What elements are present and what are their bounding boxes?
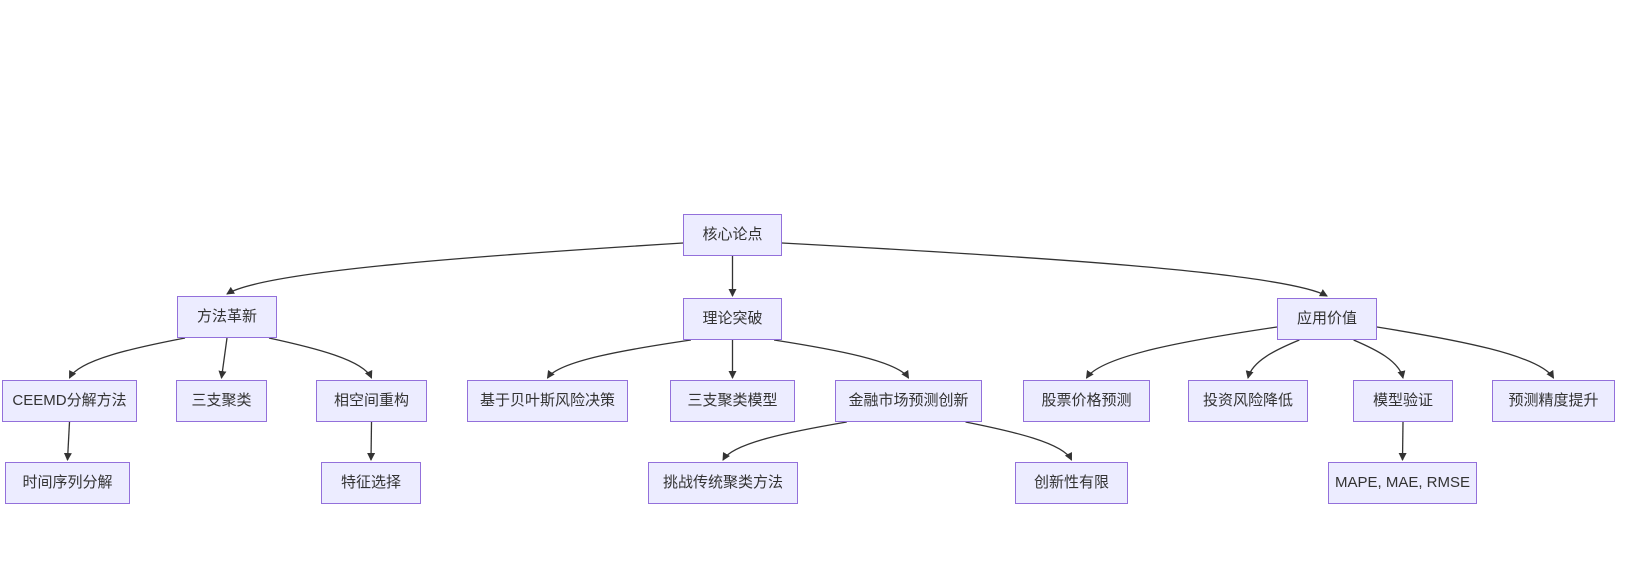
edge-ceemd-to-ts-decomp [63, 421, 72, 461]
diagram-node-precision: 预测精度提升 [1492, 380, 1615, 422]
diagram-node-application: 应用价值 [1277, 298, 1377, 340]
diagram-node-theory: 理论突破 [683, 298, 782, 340]
diagram-node-stock: 股票价格预测 [1023, 380, 1150, 422]
node-label: 挑战传统聚类方法 [662, 474, 783, 491]
node-label: 时间序列分解 [22, 474, 113, 491]
edge-model-valid-to-metrics [1398, 421, 1407, 461]
node-label: CEEMD分解方法 [12, 392, 127, 409]
edge-core-to-application [781, 242, 1328, 297]
edge-method-to-ceemd [68, 337, 186, 379]
edge-method-to-three-way [218, 337, 228, 379]
node-label: MAPE, MAE, RMSE [1334, 474, 1471, 491]
node-label: 方法革新 [196, 308, 257, 325]
diagram-node-twc-model: 三支聚类模型 [670, 380, 795, 422]
edge-application-to-risk [1245, 339, 1300, 379]
node-label: 特征选择 [340, 474, 401, 491]
diagram-node-model-valid: 模型验证 [1353, 380, 1453, 422]
diagram-node-ceemd: CEEMD分解方法 [2, 380, 137, 422]
diagram-node-limited: 创新性有限 [1015, 462, 1128, 504]
diagram-node-core: 核心论点 [683, 214, 782, 256]
node-label: 应用价值 [1296, 310, 1357, 327]
node-label: 三支聚类 [191, 392, 252, 409]
node-label: 金融市场预测创新 [848, 392, 969, 409]
node-label: 核心论点 [702, 226, 763, 243]
diagram-node-bayes: 基于贝叶斯风险决策 [467, 380, 628, 422]
edge-core-to-method [226, 242, 684, 295]
node-label: 理论突破 [702, 310, 763, 327]
edge-application-to-stock [1085, 326, 1278, 379]
diagram-node-feature: 特征选择 [321, 462, 421, 504]
diagram-node-risk: 投资风险降低 [1188, 380, 1308, 422]
diagram-node-metrics: MAPE, MAE, RMSE [1328, 462, 1477, 504]
node-label: 投资风险降低 [1202, 392, 1293, 409]
node-label: 相空间重构 [333, 392, 409, 409]
node-label: 三支聚类模型 [687, 392, 778, 409]
edge-theory-to-bayes [546, 339, 692, 379]
edge-application-to-precision [1376, 326, 1555, 379]
diagram-node-method: 方法革新 [177, 296, 277, 338]
edge-phase-to-feature [367, 421, 376, 461]
diagram-node-fin-innov: 金融市场预测创新 [835, 380, 982, 422]
diagram-node-three-way: 三支聚类 [176, 380, 267, 422]
diagram-node-ts-decomp: 时间序列分解 [5, 462, 130, 504]
edge-method-to-phase [268, 337, 373, 379]
diagram-node-phase: 相空间重构 [316, 380, 427, 422]
edge-theory-to-fin-innov [773, 339, 910, 379]
node-label: 基于贝叶斯风险决策 [479, 392, 615, 409]
node-label: 预测精度提升 [1508, 392, 1599, 409]
edge-application-to-model-valid [1353, 339, 1406, 379]
edge-fin-innov-to-limited [965, 421, 1073, 461]
node-label: 创新性有限 [1033, 474, 1109, 491]
node-label: 股票价格预测 [1041, 392, 1132, 409]
node-label: 模型验证 [1372, 392, 1433, 409]
diagram-node-challenge: 挑战传统聚类方法 [648, 462, 798, 504]
edge-fin-innov-to-challenge [722, 421, 847, 461]
